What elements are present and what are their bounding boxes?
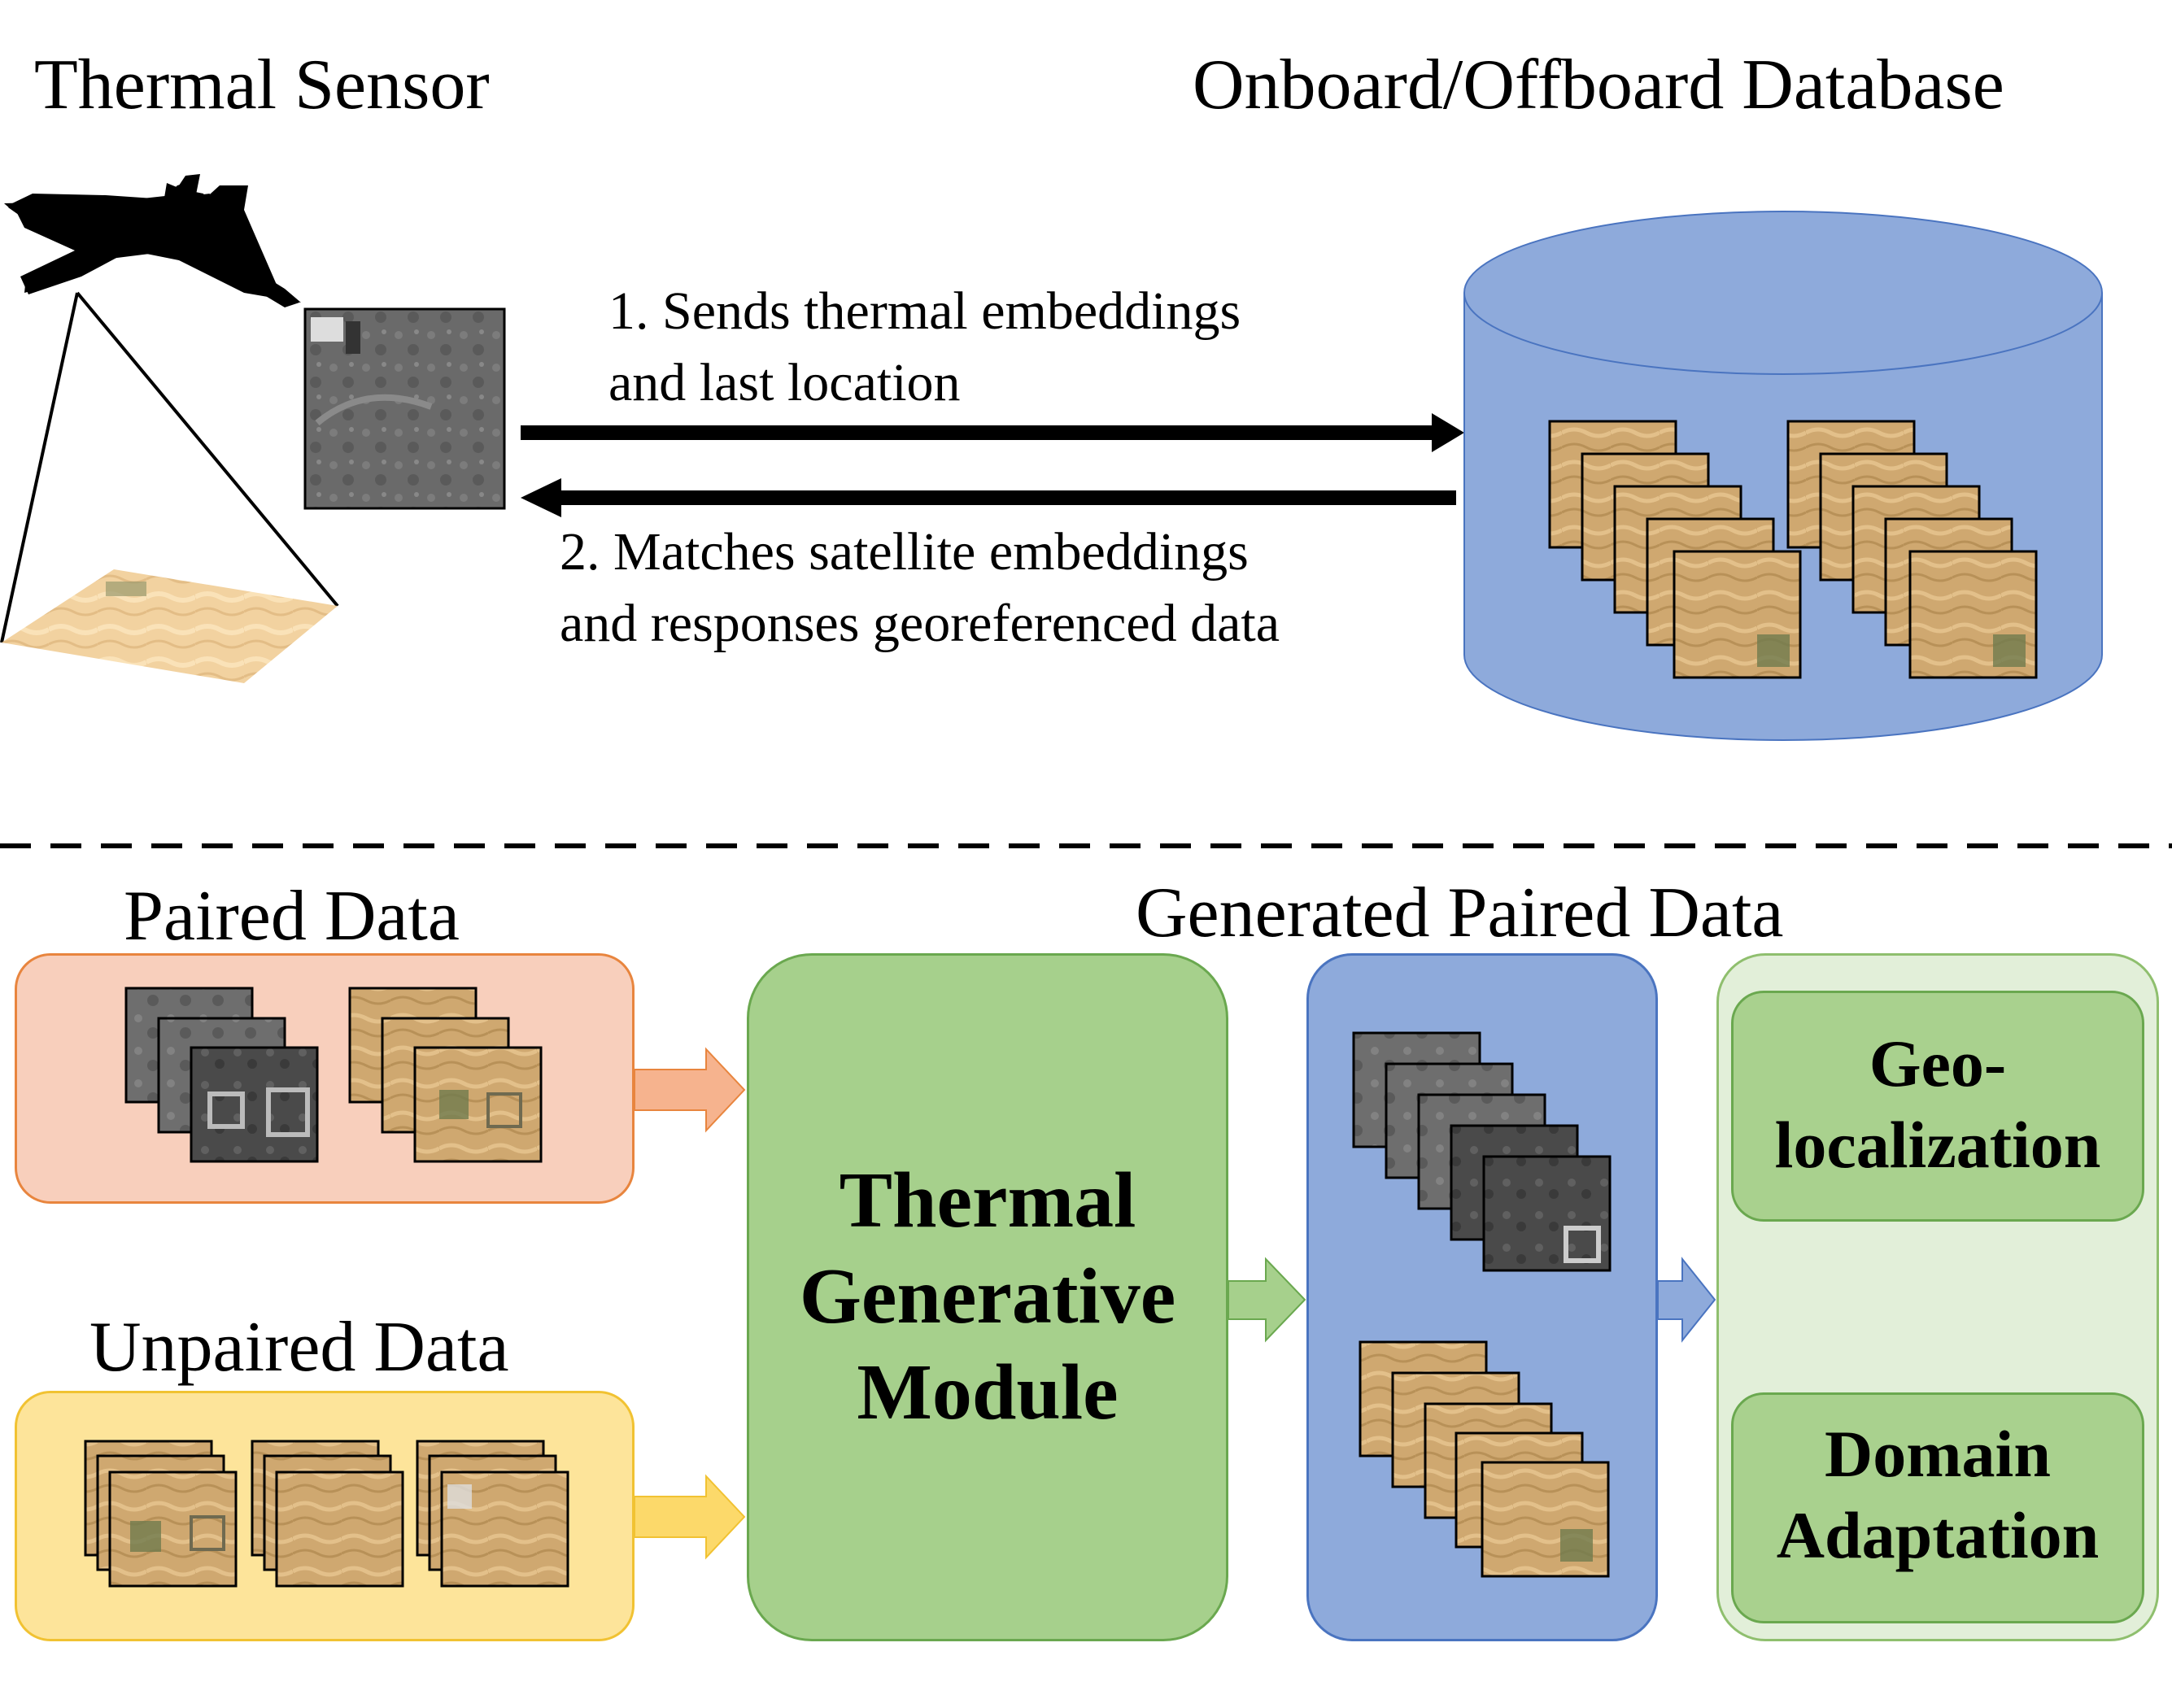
arrow-send-label-line2: and last location	[608, 353, 961, 412]
thermal-capture-image	[303, 307, 506, 510]
projection-line-left	[0, 292, 79, 643]
arrow-send	[521, 413, 1464, 452]
database-tile-stack-right	[1786, 420, 2038, 679]
unpaired-data-title: Unpaired Data	[89, 1308, 509, 1387]
domain-adaptation-box	[1731, 1392, 2144, 1623]
arrow-match-label-line2: and responses georeferenced data	[560, 594, 1280, 653]
arrow-module-to-generated	[1228, 1257, 1306, 1343]
generated-data-title: Generated Paired Data	[1136, 874, 1784, 952]
arrow-unpaired-to-module	[634, 1474, 746, 1560]
arrow-send-label-line1: 1. Sends thermal embeddings	[608, 281, 1241, 341]
arrow-match	[521, 478, 1456, 517]
generated-thermal-stack	[1352, 1031, 1612, 1272]
module-label-line3: Module	[857, 1349, 1119, 1436]
ground-footprint	[2, 569, 338, 683]
domain-adaptation-label-line2: Adaptation	[1776, 1498, 2100, 1572]
paired-satellite-stack	[348, 987, 543, 1163]
unpaired-stack-3	[416, 1440, 569, 1588]
geo-localization-box	[1731, 991, 2144, 1222]
geo-localization-label-line2: localization	[1774, 1108, 2101, 1182]
paired-data-title: Paired Data	[124, 877, 460, 956]
geo-localization-label-line1: Geo-	[1869, 1026, 2007, 1100]
arrow-generated-to-tasks	[1657, 1257, 1716, 1343]
paired-thermal-stack	[124, 987, 319, 1163]
unpaired-stack-2	[251, 1440, 404, 1588]
arrow-paired-to-module	[634, 1047, 746, 1133]
module-label-line2: Generative	[799, 1253, 1176, 1340]
projection-line-right	[76, 291, 339, 608]
domain-adaptation-label-line1: Domain	[1825, 1417, 2051, 1491]
uav-silhouette	[8, 174, 301, 303]
database-tile-stack-left	[1548, 420, 1802, 679]
database-title: Onboard/Offboard Database	[1193, 46, 2004, 124]
thermal-generative-module	[747, 953, 1228, 1641]
arrow-match-label-line1: 2. Matches satellite embeddings	[560, 522, 1249, 582]
generated-satellite-stack	[1359, 1340, 1610, 1578]
module-label-line1: Thermal	[839, 1157, 1136, 1244]
unpaired-stack-1	[84, 1440, 238, 1588]
sensor-title: Thermal Sensor	[34, 46, 490, 124]
